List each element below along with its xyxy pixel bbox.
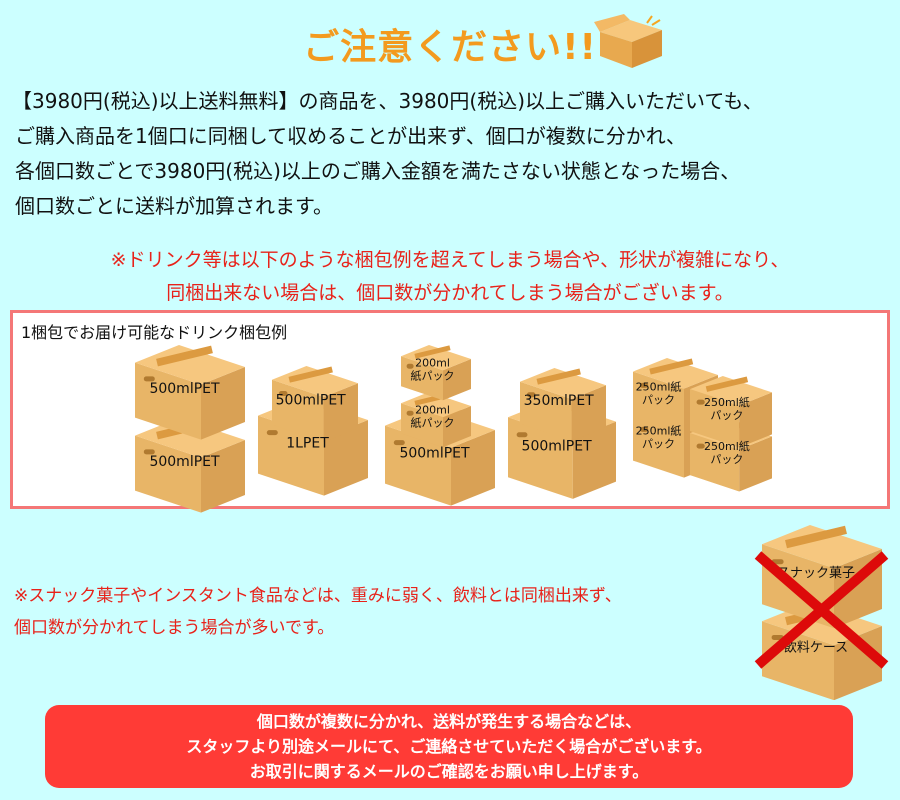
box-label: 250ml紙パック <box>636 423 682 450</box>
snack-box-illustration: 飲料ケース スナック菓子 <box>754 525 889 700</box>
cardboard-box <box>690 376 772 448</box>
cardboard-box <box>272 366 358 442</box>
box-label: 1LPET <box>286 436 329 452</box>
box-label: 350mlPET <box>524 393 595 409</box>
intro-line: 【3980円(税込)以上送料無料】の商品を、3980円(税込)以上ご購入いただい… <box>12 89 763 113</box>
box-label: 500mlPET <box>399 446 470 462</box>
packing-example-illustration: 500mlPET 500mlPET 1LPET 500mlPET 500mlPET 200… <box>135 345 772 513</box>
notice-line: スタッフより別途メールにて、ご連絡させていただく場合がございます。 <box>186 737 712 756</box>
box-label: 500mlPET <box>276 393 347 409</box>
snack-warning: ※スナック菓子やインスタント食品などは、重みに弱く、飲料とは同梱出来ず、 個口数… <box>14 580 622 644</box>
box-label: スナック菓子 <box>777 566 855 581</box>
cardboard-box <box>135 345 245 440</box>
warning-line: 個口数が分かれてしまう場合が多いです。 <box>14 618 335 638</box>
warning-line: ※ドリンク等は以下のような梱包例を超えてしまう場合や、形状が複雑になり、 <box>110 249 790 271</box>
drink-warning: ※ドリンク等は以下のような梱包例を超えてしまう場合や、形状が複雑になり、 同梱出… <box>0 244 900 310</box>
intro-text: 【3980円(税込)以上送料無料】の商品を、3980円(税込)以上ご購入いただい… <box>12 84 763 224</box>
notice-banner: 個口数が複数に分かれ、送料が発生する場合などは、 スタッフより別途メールにて、ご… <box>45 705 853 788</box>
box-label: 500mlPET <box>149 454 220 470</box>
intro-line: 各個口数ごとで3980円(税込)以上のご購入金額を満たさない状態となった場合、 <box>15 159 741 183</box>
page-title: ご注意ください!! <box>303 27 597 68</box>
box-label: 250ml紙パック <box>704 439 750 466</box>
cardboard-box <box>401 392 471 448</box>
notice-line: お取引に関するメールのご確認をお願い申し上げます。 <box>249 762 649 781</box>
box-label: 飲料ケース <box>784 639 848 655</box>
cardboard-box <box>520 368 606 441</box>
box-label: 250ml紙パック <box>704 395 750 422</box>
box-label: 500mlPET <box>149 381 220 397</box>
intro-line: ご購入商品を1個口に同梱して収めることが出来ず、個口が複数に分かれ、 <box>15 124 686 148</box>
box-label: 500mlPET <box>522 438 593 454</box>
packing-example-label: 1梱包でお届け可能なドリンク梱包例 <box>21 323 288 342</box>
box-label: 250ml紙パック <box>636 379 682 406</box>
box-icon <box>594 14 662 68</box>
notice-line: 個口数が複数に分かれ、送料が発生する場合などは、 <box>256 712 642 731</box>
warning-line: ※スナック菓子やインスタント食品などは、重みに弱く、飲料とは同梱出来ず、 <box>14 586 622 606</box>
cardboard-box <box>401 345 471 401</box>
warning-line: 同梱出来ない場合は、個口数が分かれてしまう場合がございます。 <box>166 282 734 304</box>
cross-mark-icon <box>754 551 889 669</box>
intro-line: 個口数ごとに送料が加算されます。 <box>15 194 333 218</box>
